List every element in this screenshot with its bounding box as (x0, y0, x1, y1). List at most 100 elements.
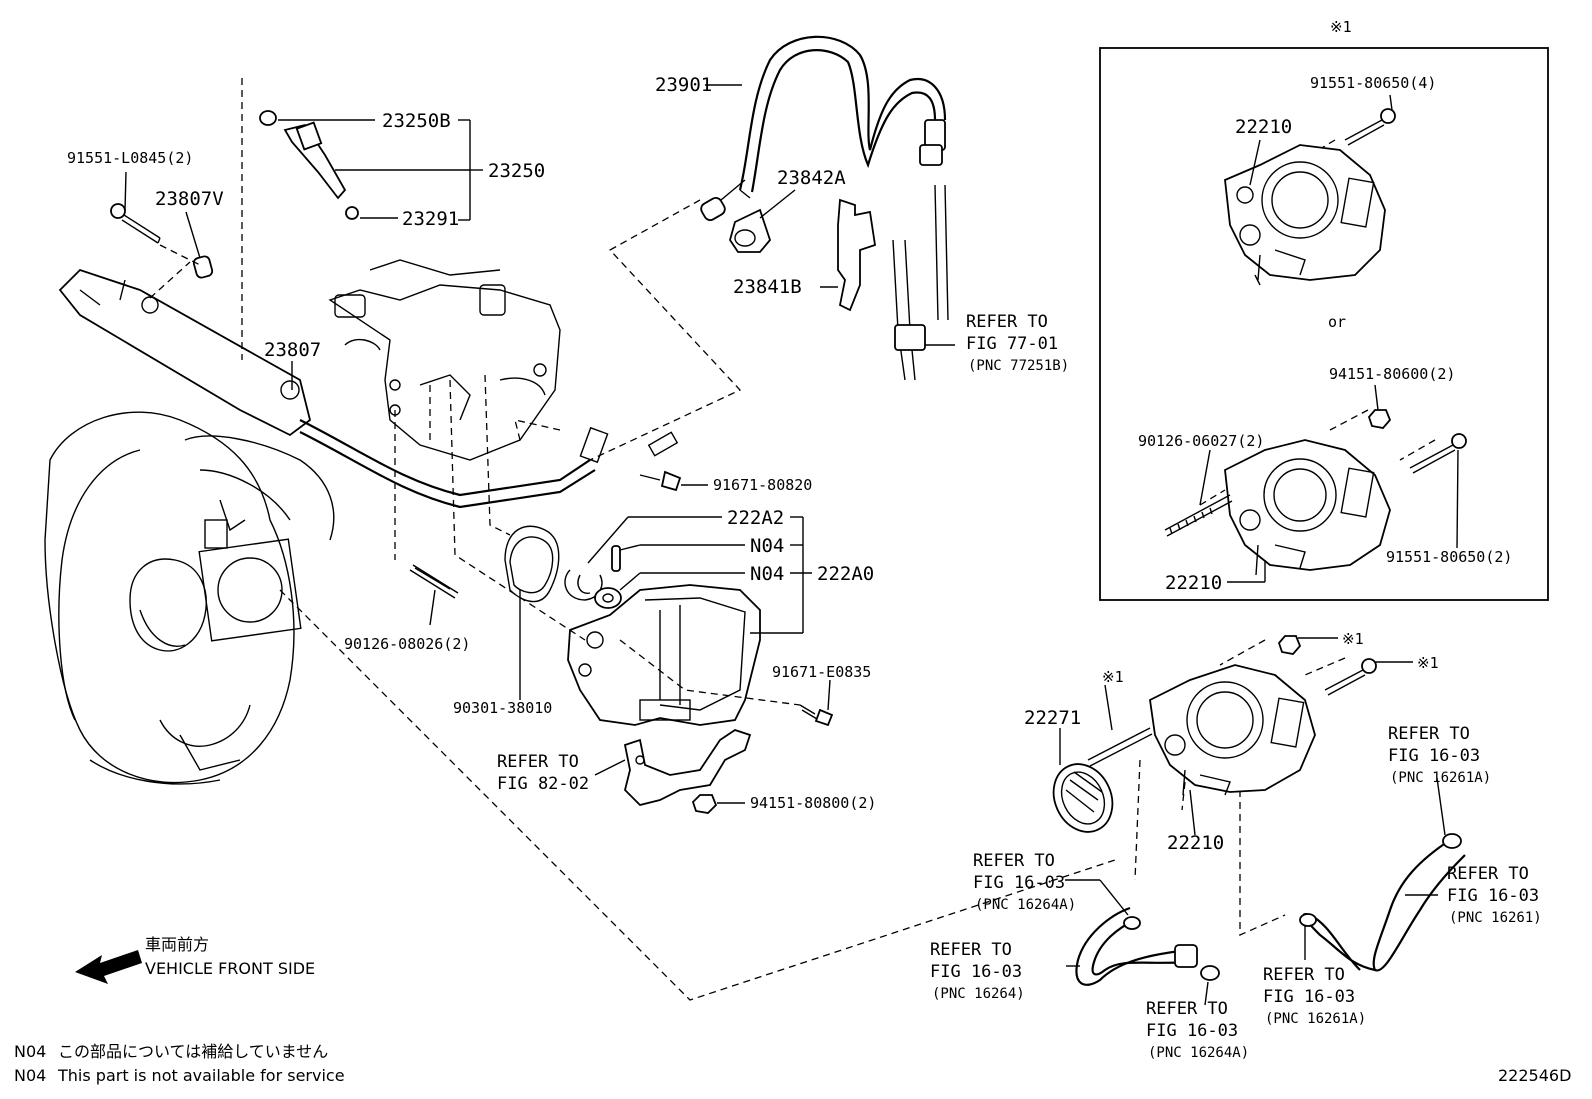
label-90126-08026: 90126-08026(2) (344, 635, 470, 653)
label-22271: 22271 (1024, 707, 1081, 729)
ref-16261a-top-pnc: (PNC 16261A) (1390, 770, 1491, 786)
bracket-fig82-drawing (623, 729, 752, 806)
fuel-rail-drawing (58, 268, 596, 509)
leader-lines (124, 84, 1459, 1006)
ref-16264a-mid-pnc: (PNC 16264A) (975, 897, 1076, 913)
label-23807: 23807 (264, 339, 321, 361)
label-n04-bushing: N04 (750, 563, 784, 585)
ref-16261-line2: FIG 16-03 (1447, 886, 1539, 906)
part-labels: 23250B 23250 23291 91551-L0845(2) 23807V… (67, 18, 1512, 854)
ref-82-line1: REFER TO (497, 752, 579, 772)
screen-22271-drawing (1052, 763, 1114, 833)
clamp-16264a-bot-drawing (1200, 965, 1220, 981)
label-23901: 23901 (655, 74, 712, 96)
stud-90126-06027-drawing (1164, 494, 1233, 537)
ref-16264a-bot-line2: FIG 16-03 (1146, 1021, 1238, 1041)
label-n04-pin: N04 (750, 535, 784, 557)
hose-23901-drawing (700, 35, 947, 221)
ref-16264-line2: FIG 16-03 (930, 962, 1022, 982)
throttle-body-22210-main-drawing (1149, 664, 1316, 796)
nut-94151-80600-drawing (1367, 409, 1392, 429)
ref-77-pnc: (PNC 77251B) (968, 358, 1069, 374)
arrow-left-icon (75, 950, 142, 984)
ref-77-line2: FIG 77-01 (966, 334, 1058, 354)
footnotes: N04 この部品については補給していません N04 This part is n… (14, 1042, 345, 1085)
vehicle-front-jp: 車両前方 (145, 935, 209, 954)
bracket-23841b-drawing (837, 198, 877, 312)
label-22210-variant-a: 22210 (1235, 116, 1292, 138)
injector-23250-drawing (259, 110, 359, 220)
ref-16261-line1: REFER TO (1447, 864, 1529, 884)
label-91671-e0835: 91671-E0835 (772, 663, 871, 681)
label-90126-06027: 90126-06027(2) (1138, 432, 1264, 450)
nut-94151-80800-drawing (691, 794, 718, 814)
damper-23842a-drawing (729, 208, 772, 253)
bolt-91551-l0845-drawing (110, 203, 161, 244)
hose-16261-drawing (1302, 839, 1466, 972)
ref-16264a-mid-line2: FIG 16-03 (973, 873, 1065, 893)
ref-16261a-bot-line2: FIG 16-03 (1263, 987, 1355, 1007)
label-91671-80820: 91671-80820 (713, 476, 812, 494)
label-22210-variant-b: 22210 (1165, 572, 1222, 594)
label-91551-80650-2: 91551-80650(2) (1386, 548, 1512, 566)
label-91551-l0845: 91551-L0845(2) (67, 149, 193, 167)
label-222a0: 222A0 (817, 563, 874, 585)
pin-n04-drawing (611, 545, 621, 572)
ref-77-line1: REFER TO (966, 312, 1048, 332)
bushing-n04-drawing (594, 587, 622, 609)
ref-16261a-top-line2: FIG 16-03 (1388, 746, 1480, 766)
variant-box (1099, 47, 1549, 601)
diagram-id: 222546D (1498, 1066, 1571, 1085)
bolt-22210-main-drawing (1324, 658, 1377, 696)
fuel-pipe-drawing (892, 184, 949, 381)
ref-16264a-bot-line1: REFER TO (1146, 999, 1228, 1019)
ref-16264-line1: REFER TO (930, 940, 1012, 960)
nut-22210-main-drawing (1277, 635, 1302, 655)
label-note1-stud: ※1 (1102, 668, 1124, 686)
label-or: or (1328, 313, 1346, 331)
grommet-23807v-drawing (192, 255, 214, 279)
ref-16261-pnc: (PNC 16261) (1449, 910, 1542, 926)
clamp-16261a-bot-drawing (1299, 913, 1317, 927)
label-23807v: 23807V (155, 188, 224, 210)
footnote-text-jp: この部品については補給していません (58, 1042, 328, 1061)
bolt-91551-80650-2-drawing (1409, 433, 1467, 474)
label-23250b: 23250B (382, 110, 451, 132)
throttle-body-22210-variant-a-drawing (1224, 144, 1386, 286)
bolt-91671-80820-drawing (639, 470, 682, 492)
vehicle-front-en: VEHICLE FRONT SIDE (145, 959, 315, 978)
label-box-note: ※1 (1330, 18, 1352, 36)
gasket-90301-38010-drawing (504, 525, 560, 603)
label-23841b: 23841B (733, 276, 802, 298)
stud-90126-08026-drawing (409, 564, 459, 599)
footnote-code-jp: N04 (14, 1042, 46, 1061)
stud-22210-main-drawing (1087, 727, 1153, 767)
clamp-16261a-top-drawing (1442, 833, 1462, 849)
intake-manifold-drawing (44, 411, 335, 785)
label-22210-main: 22210 (1167, 832, 1224, 854)
refer-labels: REFER TO FIG 77-01 (PNC 77251B) REFER TO… (497, 312, 1542, 1061)
label-94151-80600: 94151-80600(2) (1329, 365, 1455, 383)
label-note1-bolt: ※1 (1417, 654, 1439, 672)
label-91551-80650-4: 91551-80650(4) (1310, 74, 1436, 92)
throttle-body-22210-variant-b-drawing (1224, 439, 1391, 576)
vehicle-front-indicator: 車両前方 VEHICLE FRONT SIDE (75, 935, 315, 984)
ref-16264a-bot-pnc: (PNC 16264A) (1148, 1045, 1249, 1061)
cylinder-head-drawing (328, 259, 679, 464)
bolt-91551-80650-4-drawing (1344, 108, 1396, 146)
footnote-code-en: N04 (14, 1066, 46, 1085)
footnote-text-en: This part is not available for service (57, 1066, 345, 1085)
clip-222a2-drawing (564, 569, 603, 601)
label-23250: 23250 (488, 160, 545, 182)
label-94151-80800: 94151-80800(2) (750, 794, 876, 812)
ref-16261a-bot-line1: REFER TO (1263, 965, 1345, 985)
label-note1-nut: ※1 (1342, 630, 1364, 648)
throttle-body-222a0-drawing (567, 584, 761, 726)
ref-16264-pnc: (PNC 16264) (932, 986, 1025, 1002)
hose-16264-drawing (1075, 906, 1198, 986)
assembly-dashed-lines (149, 78, 1436, 1001)
label-90301-38010: 90301-38010 (453, 699, 552, 717)
label-23842a: 23842A (777, 167, 846, 189)
